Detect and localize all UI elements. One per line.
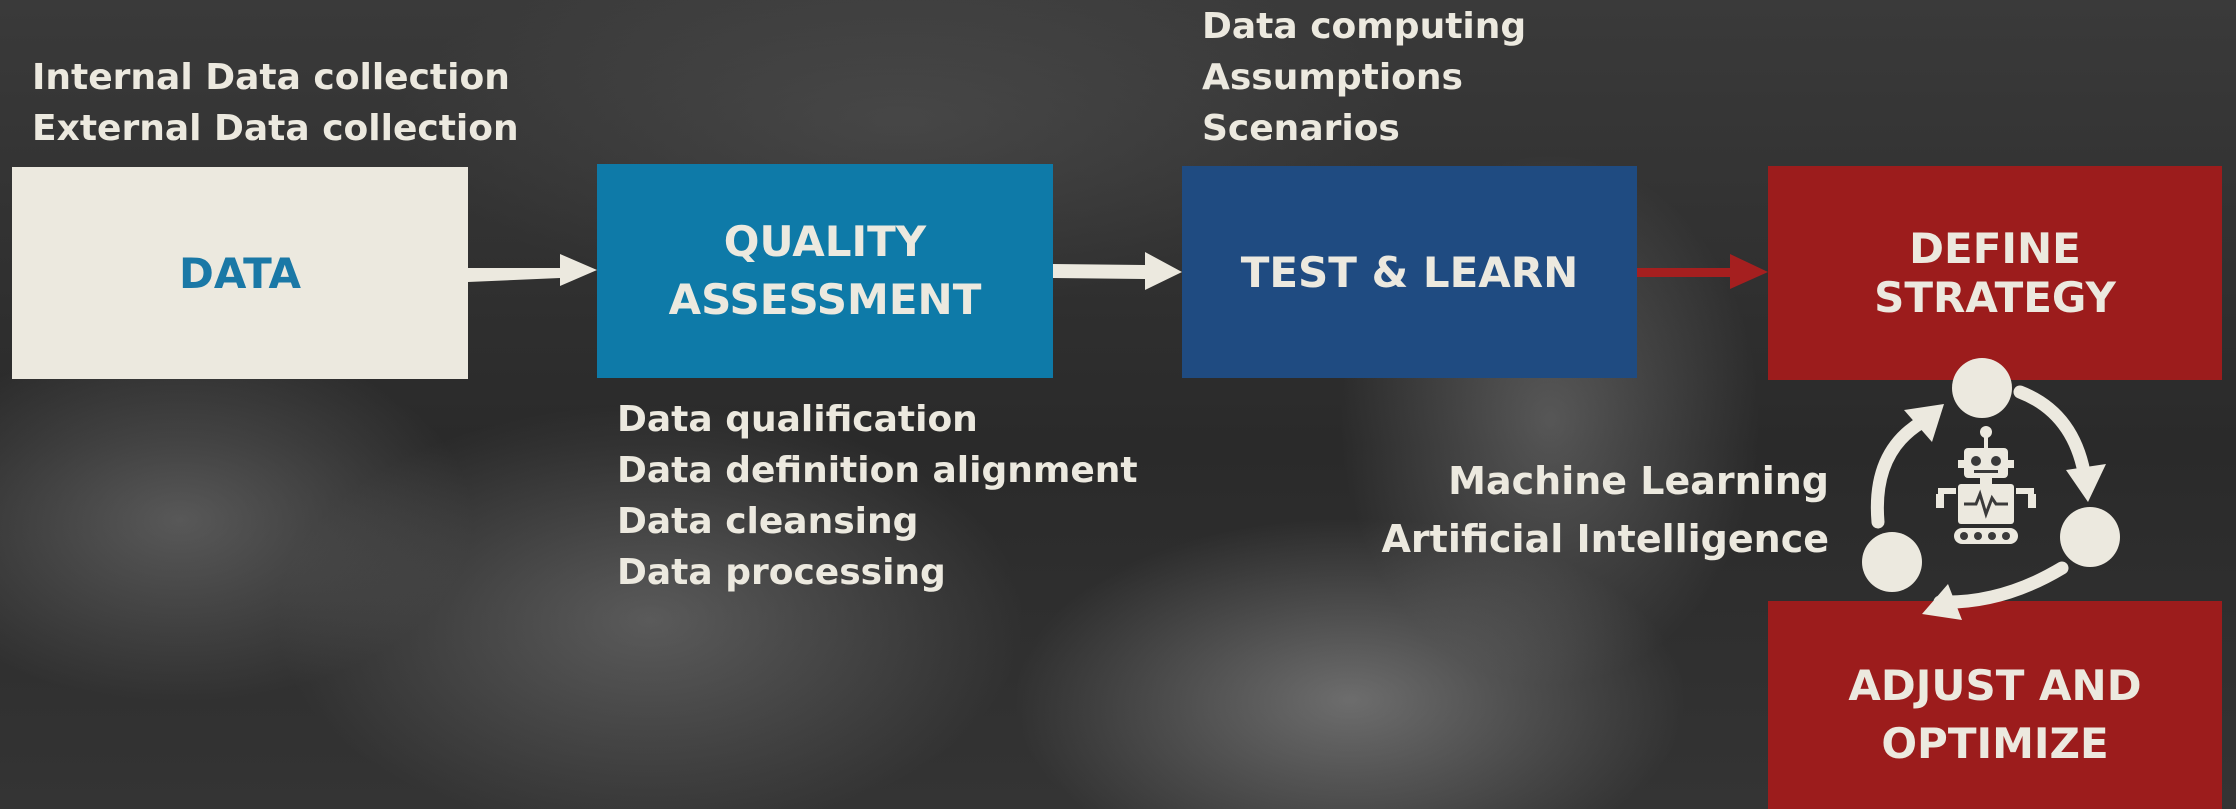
test-learn-label: TEST & LEARN [1240, 247, 1579, 297]
robot-cycle-icon [1862, 358, 2120, 620]
note-scenarios: Scenarios [1202, 108, 1400, 149]
data-box: DATA [12, 167, 468, 379]
quality-assessment-label: QUALITY ASSESSMENT [668, 217, 982, 324]
test-learn-box: TEST & LEARN [1182, 166, 1637, 378]
quality-assessment-box: QUALITY ASSESSMENT [597, 164, 1053, 378]
note-data-qualification: Data qualification [617, 399, 978, 440]
data-notes: Internal Data collection External Data c… [32, 52, 519, 154]
adjust-optimize-box: ADJUST AND OPTIMIZE [1768, 601, 2222, 809]
data-box-label: DATA [178, 248, 301, 298]
define-strategy-label: DEFINE STRATEGY [1874, 224, 2116, 322]
note-data-definition-alignment: Data definition alignment [617, 450, 1138, 491]
note-data-processing: Data processing [617, 552, 946, 593]
note-data-cleansing: Data cleansing [617, 501, 919, 542]
quality-assessment-notes: Data qualification Data definition align… [617, 394, 1138, 598]
note-artificial-intelligence: Artificial Intelligence [1381, 517, 1829, 561]
note-external-data: External Data collection [32, 108, 519, 149]
note-assumptions: Assumptions [1202, 57, 1463, 98]
adjust-optimize-label: ADJUST AND OPTIMIZE [1848, 661, 2142, 768]
arrow-data-to-quality [468, 254, 597, 286]
note-data-computing: Data computing [1202, 6, 1527, 47]
define-strategy-box: DEFINE STRATEGY [1768, 166, 2222, 380]
arrow-test-to-strategy [1637, 254, 1768, 289]
test-learn-notes: Data computing Assumptions Scenarios [1202, 1, 1526, 154]
note-machine-learning: Machine Learning [1448, 459, 1829, 503]
arrow-quality-to-test [1053, 252, 1182, 290]
ml-ai-notes: Machine Learning Artificial Intelligence [1382, 452, 1829, 568]
note-internal-data: Internal Data collection [32, 57, 510, 98]
